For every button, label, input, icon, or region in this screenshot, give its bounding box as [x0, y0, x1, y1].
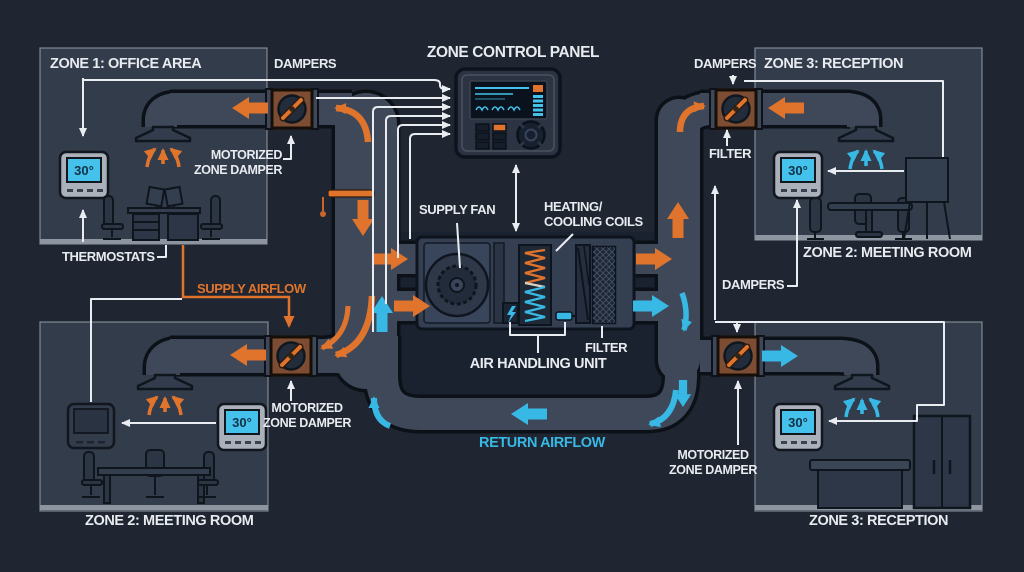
panel-screen: [469, 80, 548, 120]
line-dampers-mid: [787, 199, 801, 287]
motorized-damper-label-1: MOTORIZED ZONE DAMPER: [190, 148, 282, 178]
room-furniture: [81, 157, 972, 510]
motorized-3-line2: ZONE DAMPER: [669, 462, 757, 477]
connector-lines: [79, 75, 945, 445]
panel-buttons[interactable]: [475, 123, 507, 150]
bracket-ahu-label: [509, 322, 566, 353]
air-handling-unit-label: AIR HANDLING UNIT: [469, 356, 607, 372]
line-mid-right-loop: [715, 321, 945, 425]
zone3-top-title: ZONE 3: RECEPTION: [764, 56, 904, 72]
dampers-label-mid-right: DAMPERS: [722, 277, 785, 292]
motorized-3-line1: MOTORIZED: [677, 448, 749, 462]
sensor-nub: [555, 311, 573, 321]
zone2-floor: [40, 505, 268, 510]
wire-zone1-to-panel: [83, 79, 451, 93]
supply-curve-zone2-a: [334, 295, 376, 359]
thermostat-zone2[interactable]: 30°: [216, 402, 268, 452]
diffuser-zone1: [134, 125, 192, 143]
wire-3-to-panel: [372, 103, 451, 332]
line-to-wall-display: [90, 298, 182, 402]
zone-control-panel: [454, 67, 562, 159]
supply-curve-zone3-top: [676, 101, 706, 133]
filter-media: [591, 245, 617, 325]
wire-6-to-panel: [409, 130, 451, 239]
zone-control-panel-title: ZONE CONTROL PANEL: [426, 44, 600, 61]
heating-cooling-coil: [518, 244, 552, 326]
zone1-floor: [40, 239, 267, 244]
panel-dpad[interactable]: [516, 120, 546, 150]
line-coil-label: [555, 233, 574, 252]
return-curve-left: [368, 396, 392, 429]
motorized-2-line1: MOTORIZED: [271, 401, 343, 415]
diffuser-breeze-arrows: [143, 147, 886, 418]
damper-zone3-top: [709, 88, 763, 130]
thermostat-zone1-value: 30°: [74, 163, 94, 178]
thermostat-zone1[interactable]: 30°: [58, 150, 110, 200]
zone2-bottom-title: ZONE 2: MEETING ROOM: [85, 513, 254, 529]
meeting-room-bottom-furniture: [81, 449, 219, 504]
zone3-bottom-title: ZONE 3: RECEPTION: [809, 513, 949, 529]
line-zone3-top: [744, 80, 944, 157]
airflow-arrows: [143, 97, 886, 429]
motorized-2-line2: ZONE DAMPER: [263, 415, 351, 430]
zone1-title: ZONE 1: OFFICE AREA: [50, 56, 202, 72]
wire-4-to-panel: [385, 112, 451, 304]
wire-5-to-panel: [397, 121, 451, 258]
supply-curve-zone2-b: [320, 305, 351, 351]
supply-airflow-callout-line: [181, 245, 295, 328]
dampers-label-top-left: DAMPERS: [274, 56, 337, 71]
motorized-dampers: [264, 88, 765, 377]
thermostats-label-connector: [157, 245, 167, 258]
dampers-label-top-right: DAMPERS: [694, 56, 757, 71]
supply-airflow-label: SUPPLY AIRFLOW: [197, 281, 306, 296]
line-supply-fan-label: [456, 222, 461, 269]
office-desks: [101, 185, 223, 241]
meeting-room-top-furniture: [807, 157, 951, 240]
supply-fan-wheel: [424, 252, 490, 318]
damper-zone3-bottom: [711, 335, 765, 377]
reception-furniture: [809, 414, 972, 510]
air-handling-unit: [415, 235, 636, 331]
supply-curve-zone1: [334, 103, 372, 143]
thermostat-zone2-value: 30°: [232, 415, 252, 430]
motorized-1-line1: MOTORIZED: [210, 148, 283, 162]
arrow-motorized1: [283, 135, 295, 160]
thermostats-label: THERMOSTATS: [62, 249, 155, 264]
filter-ahu-label: FILTER: [585, 340, 628, 355]
wall-display-zone2: [66, 402, 116, 450]
motorized-1-line2: ZONE DAMPER: [194, 162, 282, 177]
heating-line1: HEATING/: [544, 199, 602, 214]
ceiling-diffusers: [134, 125, 895, 391]
thermostat-zone3-top[interactable]: 30°: [772, 150, 824, 200]
return-airflow-label: RETURN AIRFLOW: [479, 435, 605, 451]
power-module: [502, 302, 519, 324]
heating-cooling-coils-label: HEATING/ COOLING COILS: [544, 199, 643, 230]
thermostat-zone3-top-value: 30°: [788, 163, 808, 178]
filter-duct-label: FILTER: [709, 146, 752, 161]
return-curve-right-b: [648, 389, 679, 428]
thermostat-zone3-bottom-value: 30°: [788, 415, 808, 430]
heating-line2: COOLING COILS: [544, 214, 643, 230]
thermostats: 30° 30° 30° 30°: [58, 150, 824, 452]
motorized-damper-label-3: MOTORIZED ZONE DAMPER: [666, 448, 760, 478]
motorized-damper-label-2: MOTORIZED ZONE DAMPER: [260, 401, 354, 431]
diffuser-zone3-bottom: [833, 373, 891, 391]
supply-fan-label: SUPPLY FAN: [419, 202, 496, 217]
diffuser-zone2: [136, 373, 194, 391]
thermostat-zone3-bottom[interactable]: 30°: [772, 402, 824, 452]
zone2-mid-caption: ZONE 2: MEETING ROOM: [803, 245, 972, 261]
return-curve-right-a: [679, 292, 692, 332]
lightning-icon: [507, 306, 516, 323]
damper-zone2: [264, 335, 318, 377]
diffuser-zone3-top: [837, 125, 895, 143]
damper-zone1: [265, 88, 319, 130]
filter-slats: [575, 244, 591, 324]
